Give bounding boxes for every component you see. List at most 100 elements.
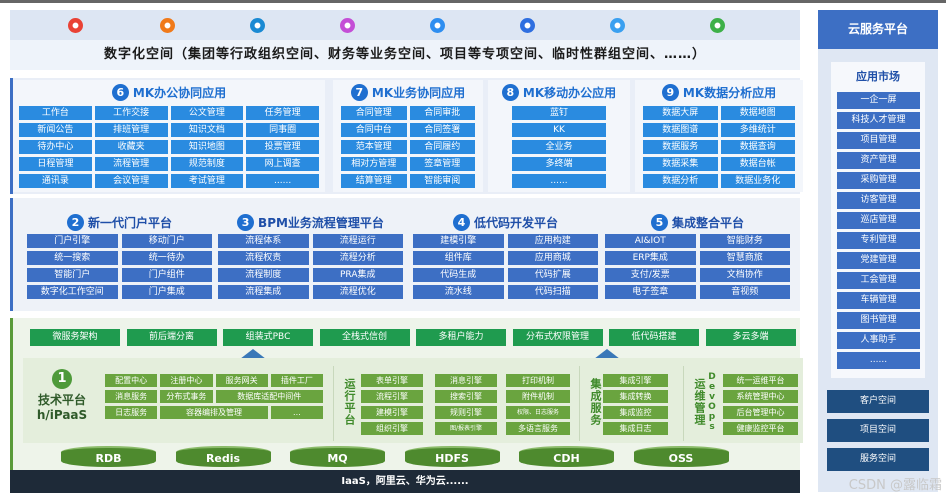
app-item[interactable]: 任务管理 xyxy=(246,106,319,120)
runtime-item[interactable]: 打印机制 xyxy=(506,374,570,387)
capability-item[interactable]: 全栈式信创 xyxy=(319,329,410,346)
tech-item[interactable]: 插件工厂 xyxy=(270,374,323,387)
platform-item[interactable]: 门户集成 xyxy=(121,285,212,299)
platform-item[interactable]: 组件库 xyxy=(413,251,504,265)
platform-item[interactable]: 流程分析 xyxy=(312,251,403,265)
app-market-item[interactable]: 项目管理 xyxy=(837,132,920,149)
app-item[interactable]: 日程管理 xyxy=(19,157,92,171)
tech-item[interactable]: 消息服务 xyxy=(105,390,158,403)
dingtalk-icon[interactable] xyxy=(430,18,445,33)
app-item[interactable]: 合同中台 xyxy=(341,123,407,137)
app-market-item[interactable]: 科技人才管理 xyxy=(837,112,920,129)
capability-item[interactable]: 微服务架构 xyxy=(30,329,120,346)
platform-item[interactable]: AI&IOT xyxy=(605,234,696,248)
platform-item[interactable]: 流程制度 xyxy=(218,268,309,282)
platform-item[interactable]: 代码扫描 xyxy=(507,285,598,299)
app-item[interactable]: 投票管理 xyxy=(246,140,319,154)
app-item[interactable]: 通讯录 xyxy=(19,174,92,188)
app-item[interactable]: 合同审批 xyxy=(409,106,475,120)
platform-item[interactable]: 流程运行 xyxy=(312,234,403,248)
runtime-item[interactable]: 附件机制 xyxy=(506,390,570,403)
platform-item[interactable]: 流程集成 xyxy=(218,285,309,299)
capability-item[interactable]: 前后端分离 xyxy=(126,329,217,346)
app-item[interactable]: ...... xyxy=(512,174,606,188)
app-item[interactable]: KK xyxy=(512,123,606,137)
platform-item[interactable]: ERP集成 xyxy=(605,251,696,265)
capability-item[interactable]: 低代码搭建 xyxy=(609,329,699,346)
ops-item[interactable]: 系统管理中心 xyxy=(723,390,798,403)
chrome-icon[interactable] xyxy=(68,18,83,33)
pinwheel-app-icon[interactable] xyxy=(340,18,355,33)
space-button[interactable]: 服务空间 xyxy=(827,448,929,471)
ops-item[interactable]: 统一运维平台 xyxy=(723,374,798,387)
platform-item[interactable]: 移动门户 xyxy=(121,234,212,248)
app-item[interactable]: 合同履约 xyxy=(409,140,475,154)
app-market-item[interactable]: 党建管理 xyxy=(837,252,920,269)
app-market-item[interactable]: 采购管理 xyxy=(837,172,920,189)
platform-item[interactable]: 智慧商旅 xyxy=(699,251,790,265)
tech-item[interactable]: 配置中心 xyxy=(105,374,158,387)
space-button[interactable]: 项目空间 xyxy=(827,419,929,442)
app-item[interactable]: ...... xyxy=(246,174,319,188)
app-market-item[interactable]: 人事助手 xyxy=(837,332,920,349)
platform-item[interactable]: 音视频 xyxy=(699,285,790,299)
app-item[interactable]: 智能审阅 xyxy=(409,174,475,188)
ops-item[interactable]: 后台管理中心 xyxy=(723,406,798,419)
platform-item[interactable]: 建模引擎 xyxy=(413,234,504,248)
app-market-item[interactable]: 专利管理 xyxy=(837,232,920,249)
app-market-item[interactable]: 访客管理 xyxy=(837,192,920,209)
app-market-item[interactable]: 工会管理 xyxy=(837,272,920,289)
app-item[interactable]: 收藏夹 xyxy=(94,140,168,154)
tech-item[interactable]: 分布式事务 xyxy=(160,390,213,403)
integration-item[interactable]: 集成监控 xyxy=(603,406,668,419)
integration-item[interactable]: 集成转换 xyxy=(603,390,668,403)
app-item[interactable]: 合同签署 xyxy=(409,123,475,137)
edge-icon[interactable] xyxy=(250,18,265,33)
ops-item[interactable]: 健康监控平台 xyxy=(723,422,798,435)
app-item[interactable]: 相对方管理 xyxy=(341,157,407,171)
chat-bubble-icon[interactable] xyxy=(610,18,625,33)
runtime-item[interactable]: 图/报表引擎 xyxy=(435,422,497,435)
platform-item[interactable]: 应用商城 xyxy=(507,251,598,265)
app-market-item[interactable]: 巡店管理 xyxy=(837,212,920,229)
runtime-item[interactable]: 流程引擎 xyxy=(361,390,423,403)
app-item[interactable]: 数据图谱 xyxy=(643,123,718,137)
app-market-item[interactable]: 车辆管理 xyxy=(837,292,920,309)
app-item[interactable]: 排班管理 xyxy=(94,123,168,137)
app-item[interactable]: 多维统计 xyxy=(720,123,795,137)
capability-item[interactable]: 分布式权限管理 xyxy=(512,329,603,346)
app-item[interactable]: 数据台帐 xyxy=(720,157,795,171)
platform-item[interactable]: 数字化工作空间 xyxy=(27,285,118,299)
tech-item[interactable]: 服务网关 xyxy=(215,374,268,387)
app-item[interactable]: 公文管理 xyxy=(170,106,244,120)
platform-item[interactable]: 流水线 xyxy=(413,285,504,299)
platform-item[interactable]: 智能门户 xyxy=(27,268,118,282)
app-item[interactable]: 工作台 xyxy=(19,106,92,120)
platform-item[interactable]: 统一搜索 xyxy=(27,251,118,265)
runtime-item[interactable]: 权限、日志服务 xyxy=(506,406,570,419)
runtime-item[interactable]: 搜索引擎 xyxy=(435,390,497,403)
platform-item[interactable]: 流程体系 xyxy=(218,234,309,248)
runtime-item[interactable]: 规则引擎 xyxy=(435,406,497,419)
lark-icon[interactable] xyxy=(520,18,535,33)
app-market-item[interactable]: 资产管理 xyxy=(837,152,920,169)
platform-item[interactable]: PRA集成 xyxy=(312,268,403,282)
app-item[interactable]: 数据采集 xyxy=(643,157,718,171)
capability-item[interactable]: 多云多端 xyxy=(705,329,796,346)
app-item[interactable]: 数据查询 xyxy=(720,140,795,154)
app-market-item[interactable]: ...... xyxy=(837,352,920,369)
app-item[interactable]: 多终端 xyxy=(512,157,606,171)
platform-item[interactable]: 代码扩展 xyxy=(507,268,598,282)
integration-item[interactable]: 集成日志 xyxy=(603,422,668,435)
platform-item[interactable]: 统一待办 xyxy=(121,251,212,265)
platform-item[interactable]: 代码生成 xyxy=(413,268,504,282)
app-item[interactable]: 数据服务 xyxy=(643,140,718,154)
app-item[interactable]: 数据地图 xyxy=(720,106,795,120)
platform-item[interactable]: 应用构建 xyxy=(507,234,598,248)
app-item[interactable]: 数据分析 xyxy=(643,174,718,188)
green-logo-icon[interactable] xyxy=(710,18,725,33)
platform-item[interactable]: 门户组件 xyxy=(121,268,212,282)
app-item[interactable]: 会议管理 xyxy=(94,174,168,188)
capability-item[interactable]: 组装式PBC xyxy=(223,329,313,346)
platform-item[interactable]: 支付/发票 xyxy=(605,268,696,282)
